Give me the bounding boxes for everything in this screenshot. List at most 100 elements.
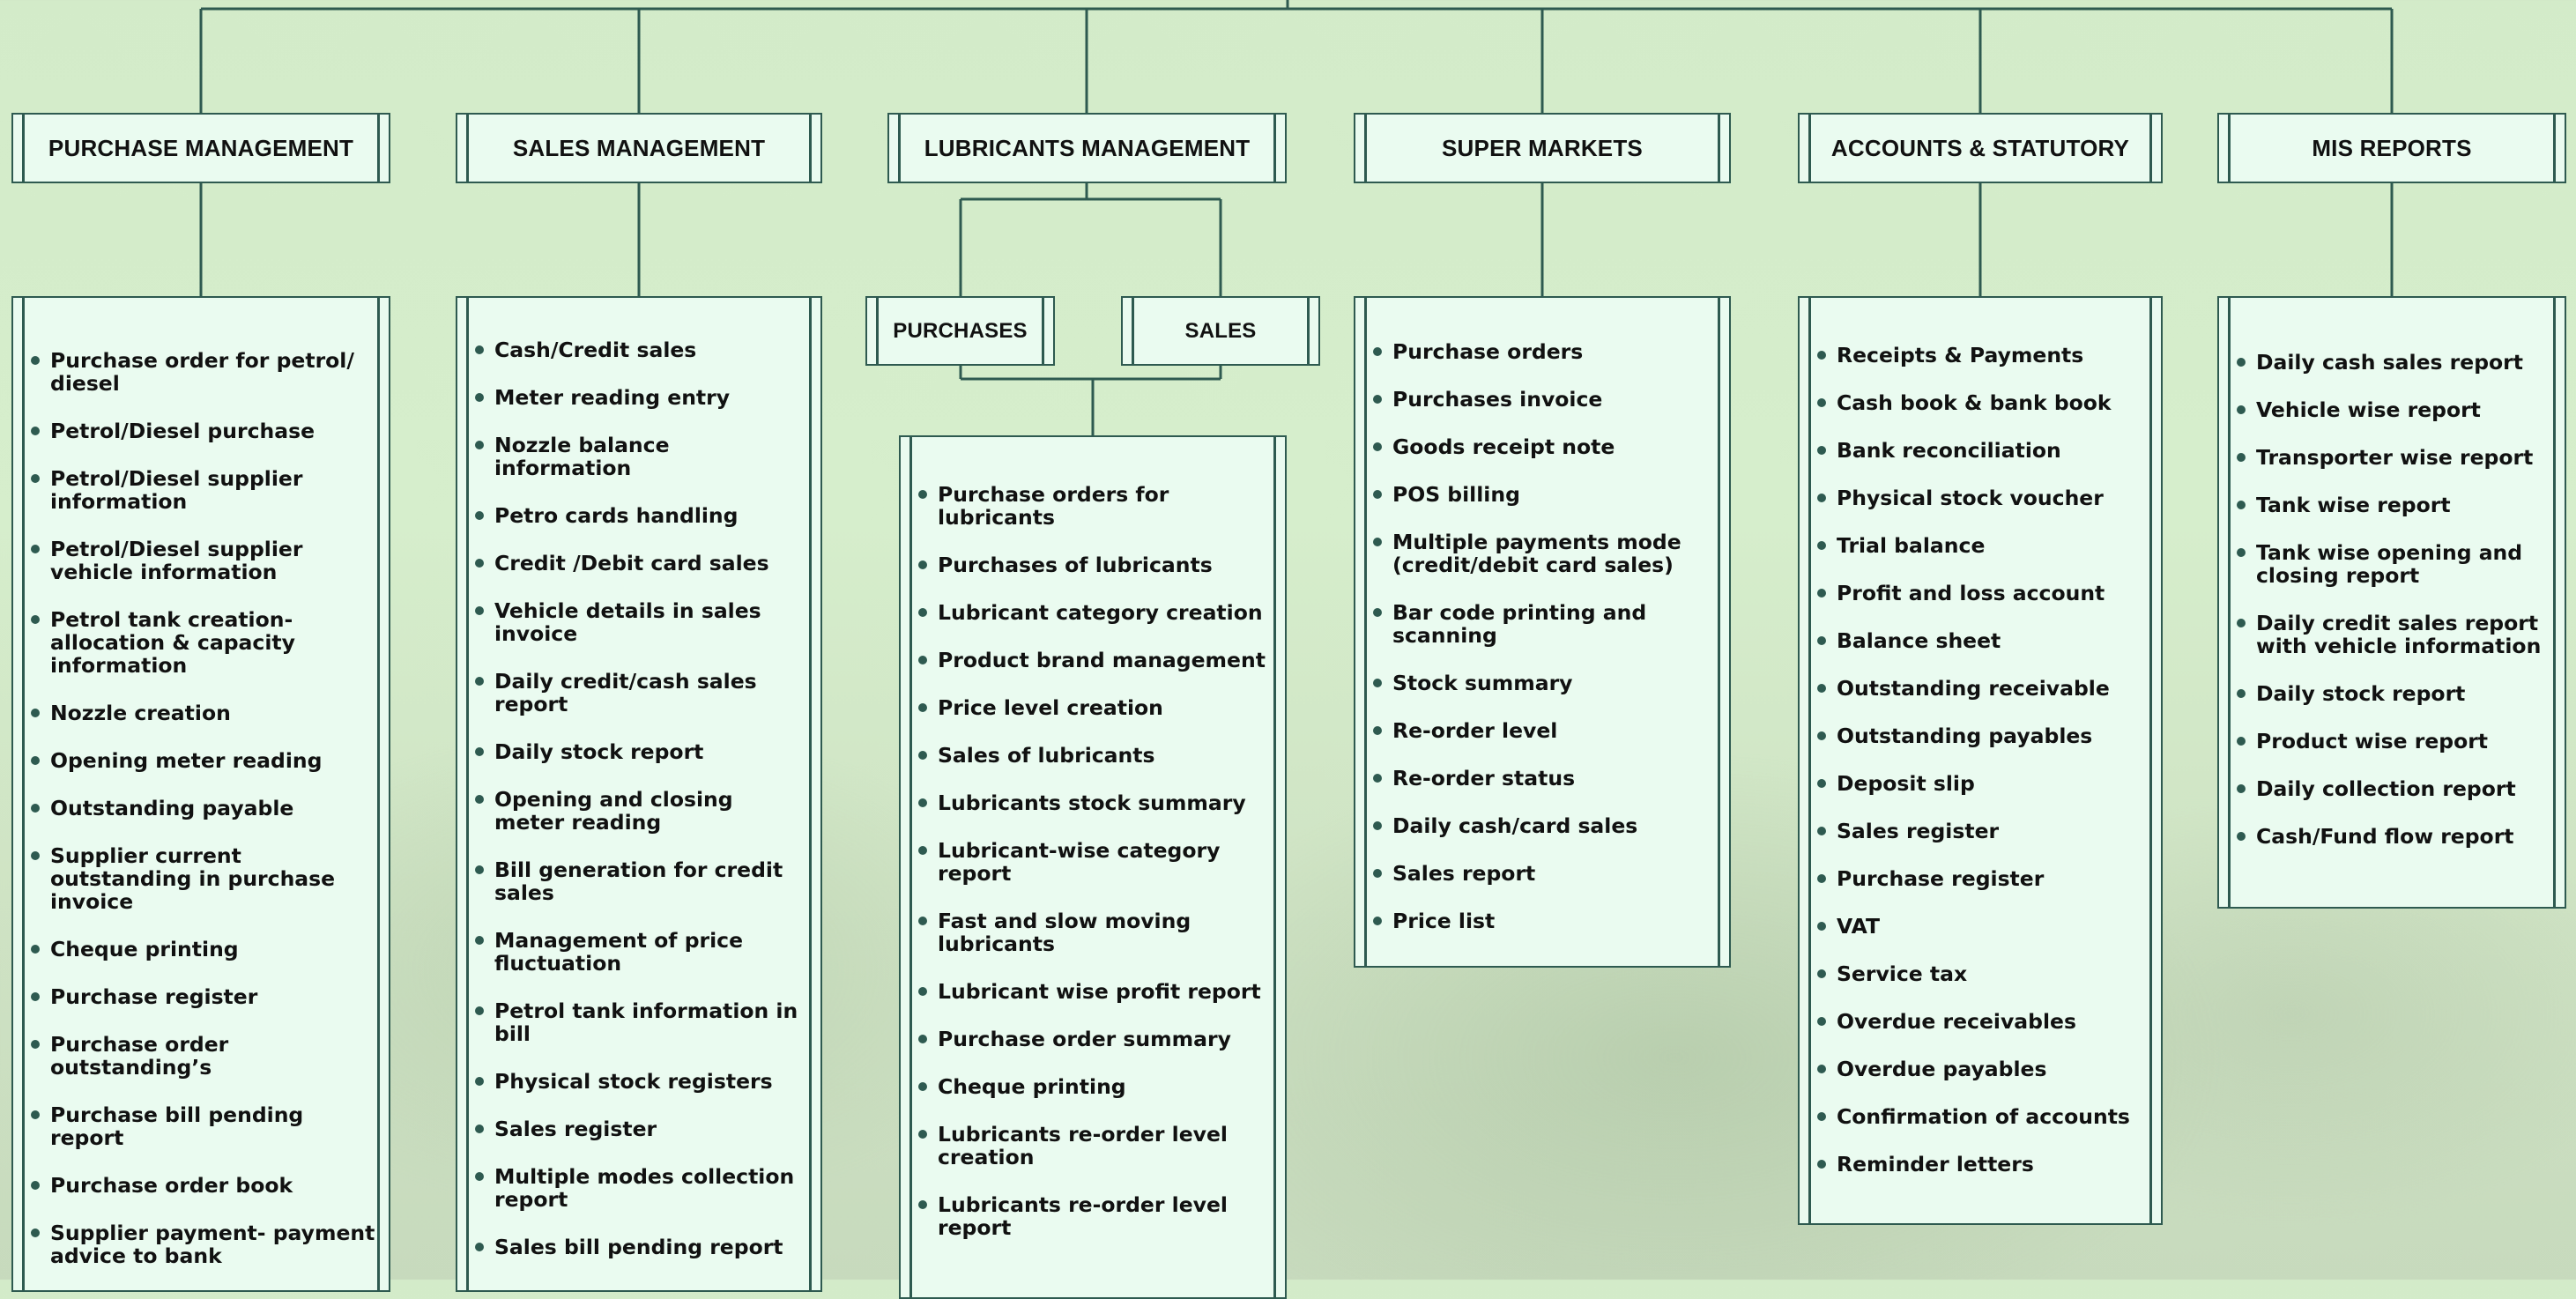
list-item: Purchases invoice [1371,388,1717,411]
module-header-lubricants: LUBRICANTS MANAGEMENT [887,113,1287,183]
list-item: Re-order level [1371,719,1717,742]
list-item: Outstanding payable [29,797,376,820]
list-item: Purchase orders [1371,340,1717,363]
list-item: Lubricants stock summary [917,791,1273,814]
list-item: Reminder letters [1815,1153,2149,1176]
list-item: Overdue receivables [1815,1010,2149,1033]
list-item: Petrol/Diesel supplier vehicle informati… [29,538,376,583]
list-item: Petrol tank creation-allocation & capaci… [29,608,376,677]
list-item: Sales register [473,1117,808,1140]
module-title: LUBRICANTS MANAGEMENT [924,134,1251,161]
module-header-purchase: PURCHASE MANAGEMENT [11,113,390,183]
list-item: Cash/Credit sales [473,338,808,361]
list-item: Sales register [1815,820,2149,842]
list-item: Physical stock registers [473,1070,808,1093]
list-item: Meter reading entry [473,386,808,409]
list-item: Product brand management [917,649,1273,672]
list-item: Purchase order summary [917,1028,1273,1050]
list-item: Cheque printing [29,938,376,961]
list-item: Purchases of lubricants [917,553,1273,576]
list-item: Tank wise opening and closing report [2235,541,2552,587]
list-item: Opening and closing meter reading [473,788,808,834]
list-item: Tank wise report [2235,494,2552,516]
list-item: Bar code printing and scanning [1371,601,1717,647]
module-title: SALES MANAGEMENT [512,134,766,161]
list-item: Service tax [1815,962,2149,985]
list-item: Lubricants re-order level report [917,1193,1273,1239]
sub-title: PURCHASES [893,318,1028,343]
module-header-supermarkets: SUPER MARKETS [1354,113,1731,183]
list-item: Stock summary [1371,672,1717,694]
list-item: Purchase orders for lubricants [917,483,1273,529]
list-item: Petrol tank information in bill [473,999,808,1045]
list-item: Petrol/Diesel supplier information [29,467,376,513]
list-item: Receipts & Payments [1815,344,2149,367]
module-header-accounts: ACCOUNTS & STATUTORY [1798,113,2163,183]
list-item: Nozzle balance information [473,434,808,479]
list-item: Purchase order outstanding’s [29,1033,376,1079]
list-item: Deposit slip [1815,772,2149,795]
list-item: Physical stock voucher [1815,486,2149,509]
list-item: Daily stock report [473,740,808,763]
list-item: VAT [1815,915,2149,938]
list-item: Petro cards handling [473,504,808,527]
list-item: Daily credit/cash sales report [473,670,808,716]
module-header-mis: MIS REPORTS [2217,113,2566,183]
list-item: Supplier current outstanding in purchase… [29,844,376,913]
list-item: Confirmation of accounts [1815,1105,2149,1128]
list-item: Cash/Fund flow report [2235,825,2552,848]
list-item: Profit and loss account [1815,582,2149,605]
list-item: Cash book & bank book [1815,391,2149,414]
list-item: Bank reconciliation [1815,439,2149,462]
module-title: PURCHASE MANAGEMENT [48,134,354,161]
module-header-sales: SALES MANAGEMENT [456,113,822,183]
list-item: Sales report [1371,862,1717,885]
list-item: Overdue payables [1815,1058,2149,1080]
list-item: Vehicle wise report [2235,398,2552,421]
list-item: Multiple payments mode (credit/debit car… [1371,531,1717,576]
list-item: POS billing [1371,483,1717,506]
list-item: Nozzle creation [29,701,376,724]
list-item: Re-order status [1371,767,1717,790]
list-item: Outstanding payables [1815,724,2149,747]
list-item: Sales bill pending report [473,1236,808,1258]
list-item: Bill generation for credit sales [473,858,808,904]
list-item: Price level creation [917,696,1273,719]
list-item: Price list [1371,909,1717,932]
list-item: Trial balance [1815,534,2149,557]
list-item: Daily collection report [2235,777,2552,800]
list-item: Credit /Debit card sales [473,552,808,575]
module-title: SUPER MARKETS [1442,134,1643,161]
list-item: Lubricants re-order level creation [917,1123,1273,1169]
sub-title: SALES [1184,318,1257,343]
list-item: Supplier payment- payment advice to bank [29,1221,376,1267]
list-item: Outstanding receivable [1815,677,2149,700]
list-item: Vehicle details in sales invoice [473,599,808,645]
sub-header-sales: SALES [1121,296,1320,366]
list-item: Goods receipt note [1371,435,1717,458]
list-item: Multiple modes collection report [473,1165,808,1211]
module-title: MIS REPORTS [2312,134,2472,161]
list-item: Balance sheet [1815,629,2149,652]
list-item: Daily stock report [2235,682,2552,705]
list-item: Opening meter reading [29,749,376,772]
list-item: Cheque printing [917,1075,1273,1098]
list-item: Purchase order for petrol/ diesel [29,349,376,395]
list-item: Petrol/Diesel purchase [29,419,376,442]
list-item: Product wise report [2235,730,2552,753]
list-item: Transporter wise report [2235,446,2552,469]
list-item: Daily cash sales report [2235,351,2552,374]
list-item: Purchase bill pending report [29,1103,376,1149]
list-item: Lubricant wise profit report [917,980,1273,1003]
list-item: Purchase register [1815,867,2149,890]
